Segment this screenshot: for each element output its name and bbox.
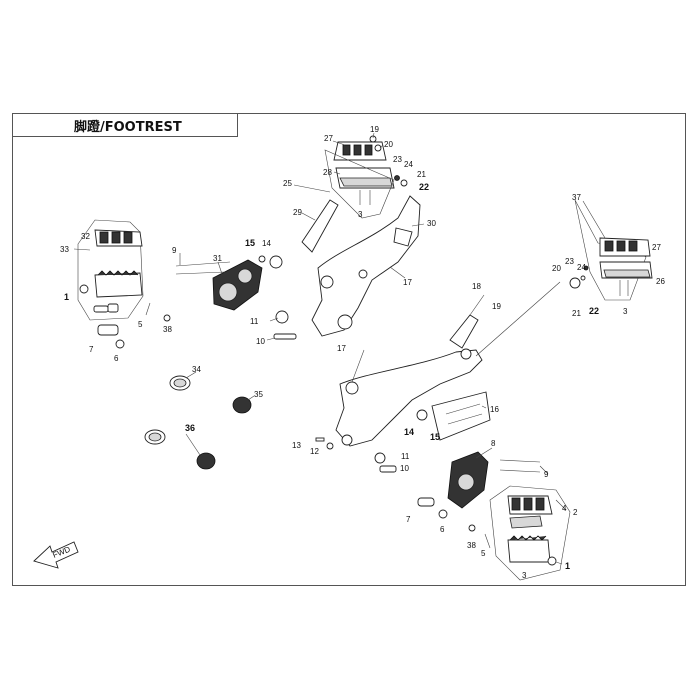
callout-5-left: 5 — [138, 320, 143, 329]
callout-27-right: 27 — [652, 243, 661, 252]
callout-20: 20 — [384, 140, 393, 149]
page-title: 脚蹬/FOOTREST — [74, 120, 182, 135]
callout-3-bottom: 3 — [522, 571, 527, 580]
callout-27: 27 — [324, 134, 333, 143]
callout-23-right: 23 — [565, 257, 574, 266]
callout-26: 26 — [656, 277, 665, 286]
left-mount-plate — [175, 255, 297, 340]
callout-1-right: 1 — [565, 561, 570, 571]
callout-30: 30 — [427, 219, 436, 228]
callout-22-right: 22 — [589, 306, 599, 316]
callout-3-top: 3 — [358, 210, 363, 219]
callout-33: 33 — [60, 245, 69, 254]
lower-bracket — [315, 314, 491, 473]
callout-9-left: 9 — [172, 246, 177, 255]
callout-21-right: 21 — [572, 309, 581, 318]
callout-34: 34 — [192, 365, 201, 374]
callout-10-mid: 10 — [400, 464, 409, 473]
callout-11-left: 11 — [250, 317, 259, 326]
callout-5-right: 5 — [481, 549, 486, 558]
callout-38-right: 38 — [467, 541, 476, 550]
callout-24: 24 — [404, 160, 413, 169]
callout-16: 16 — [490, 405, 499, 414]
callout-14-mid: 14 — [404, 427, 414, 437]
leader-lines — [73, 132, 606, 565]
callout-2: 2 — [573, 508, 578, 517]
callout-37: 37 — [572, 193, 581, 202]
callout-19-mid: 19 — [492, 302, 501, 311]
callout-1-left: 1 — [64, 292, 69, 302]
callout-14-left: 14 — [262, 239, 271, 248]
callout-6-left: 6 — [114, 354, 119, 363]
callout-15-left: 15 — [245, 238, 255, 248]
callout-13: 13 — [292, 441, 301, 450]
right-footpeg-lower — [468, 485, 571, 581]
right-mount-plate — [417, 451, 541, 519]
callout-17-mid: 17 — [337, 344, 346, 353]
callout-22: 22 — [419, 182, 429, 192]
callout-7-left: 7 — [89, 345, 94, 354]
callout-23: 23 — [393, 155, 402, 164]
callout-11-mid: 11 — [401, 452, 410, 461]
callout-24-right: 24 — [577, 263, 586, 272]
callout-25: 25 — [283, 179, 292, 188]
callout-4: 4 — [562, 504, 567, 513]
callout-36: 36 — [185, 423, 195, 433]
top-footpeg-assembly — [324, 135, 408, 219]
callout-38-left: 38 — [163, 325, 172, 334]
right-footpeg-assembly — [569, 199, 653, 301]
callout-3-right: 3 — [623, 307, 628, 316]
callout-28: 28 — [323, 168, 332, 177]
left-footpeg-assembly — [77, 219, 171, 349]
callout-8: 8 — [491, 439, 496, 448]
callout-6-right: 6 — [440, 525, 445, 534]
callout-17-top: 17 — [403, 278, 412, 287]
callout-32: 32 — [81, 232, 90, 241]
fwd-arrow-icon: FWD — [33, 541, 79, 569]
callout-12: 12 — [310, 447, 319, 456]
callout-9-right: 9 — [544, 470, 549, 479]
callout-18: 18 — [472, 282, 481, 291]
callout-15-mid: 15 — [430, 432, 440, 442]
callout-31: 31 — [213, 254, 222, 263]
callout-21: 21 — [417, 170, 426, 179]
diagram-frame — [12, 113, 686, 586]
title-box — [12, 113, 238, 137]
callout-35: 35 — [254, 390, 263, 399]
callout-7-right: 7 — [406, 515, 411, 524]
callout-29: 29 — [293, 208, 302, 217]
callout-10-left: 10 — [256, 337, 265, 346]
callout-20-right: 20 — [552, 264, 561, 273]
upper-bracket — [301, 195, 421, 337]
callout-labels: 27 19 20 23 24 21 22 28 25 3 29 30 37 27… — [60, 125, 665, 580]
bushings — [144, 375, 252, 470]
callout-19: 19 — [370, 125, 379, 134]
